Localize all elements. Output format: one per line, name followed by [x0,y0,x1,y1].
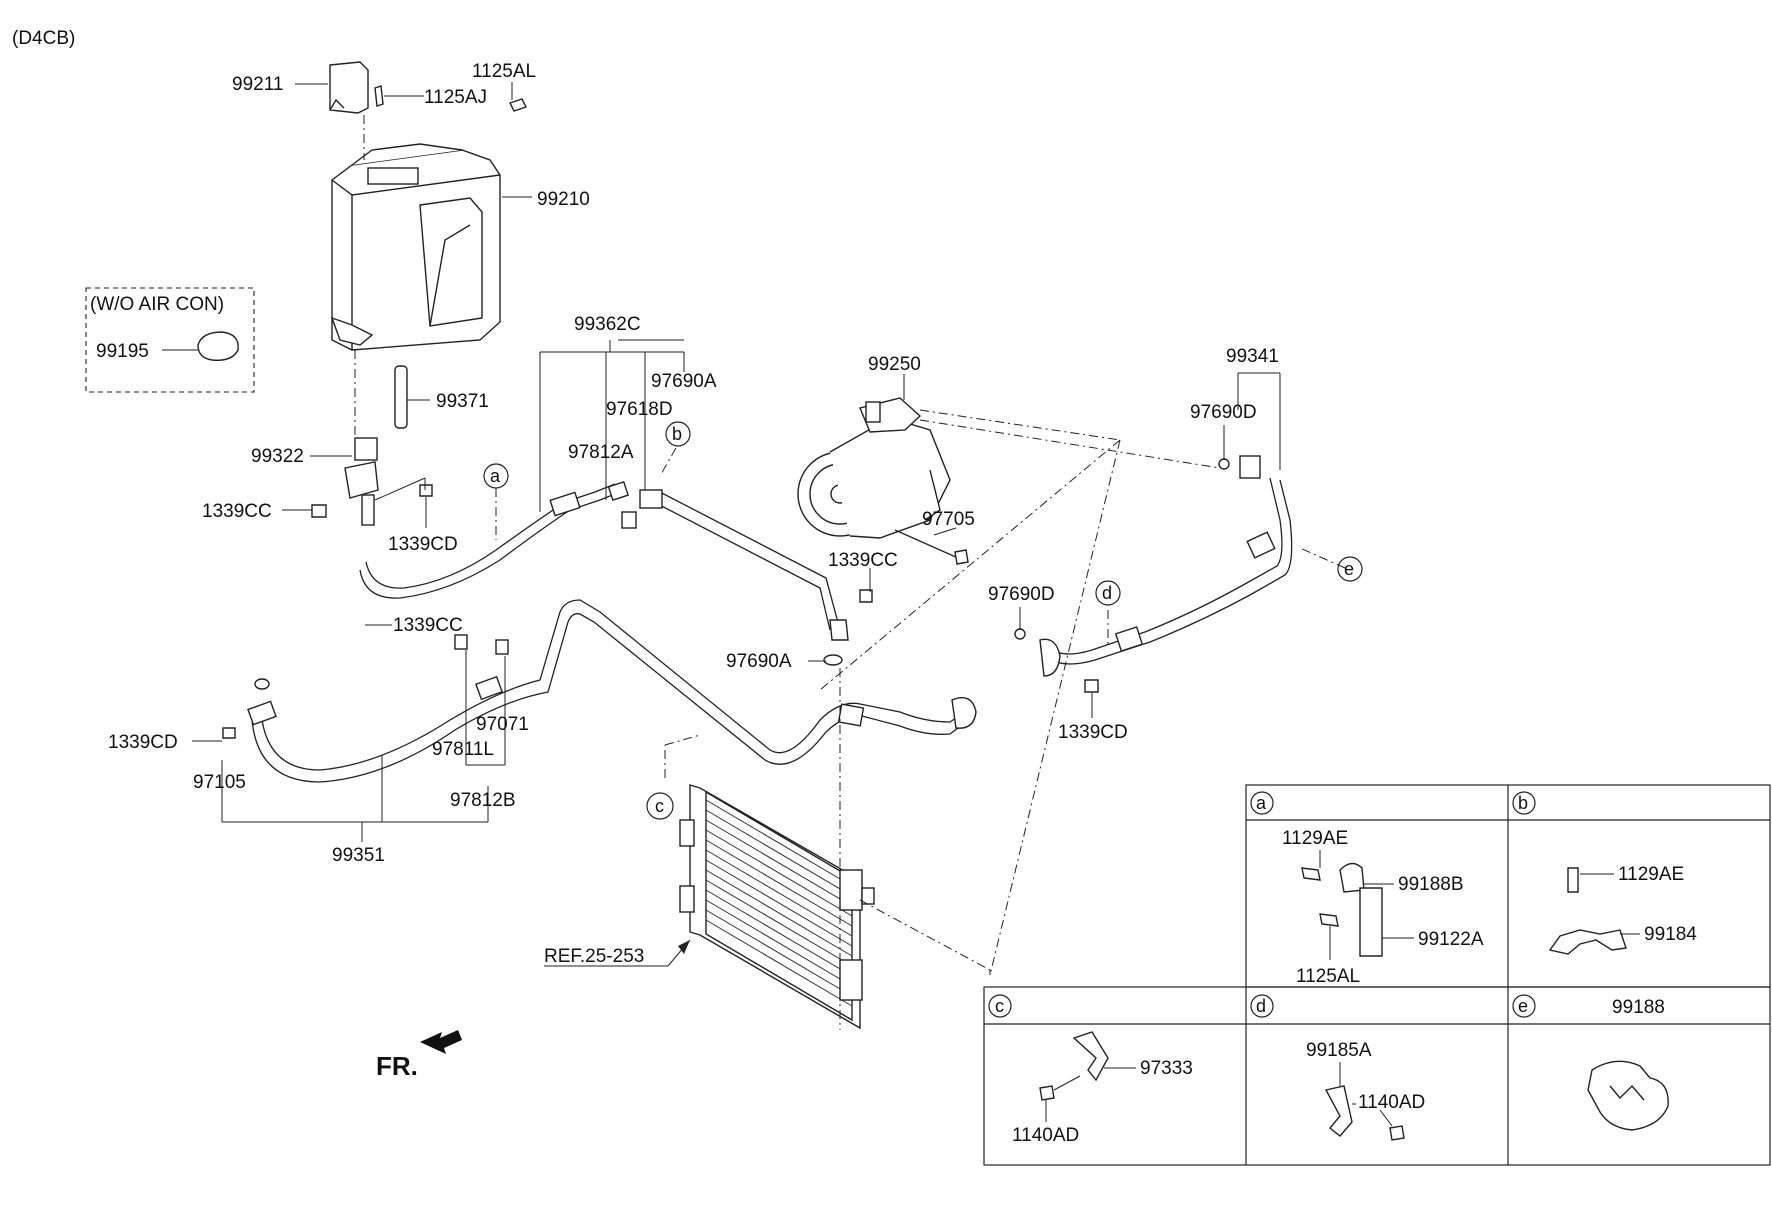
label-reference: REF.25-253 [544,946,644,967]
detail-a-1129ae: 1129AE [1282,828,1348,849]
detail-a-1125al: 1125AL [1296,966,1360,987]
nut-1339cc-mid [859,589,873,603]
label-1339cd-upper: 1339CD [388,534,458,555]
callout-e: e [1337,556,1363,582]
label-1125al-top: 1125AL [472,61,536,82]
svg-text:c: c [995,996,1004,1016]
evaporator-bracket [329,61,369,114]
label-1339cc-mid: 1339CC [828,550,898,571]
detail-c-97333: 97333 [1140,1058,1193,1079]
detail-d-1140ad: 1140AD [1358,1092,1425,1113]
label-97690a-mid: 97690A [726,651,792,672]
label-99341: 99341 [1226,346,1279,367]
label-1339cc-left: 1339CC [202,501,272,522]
svg-text:e: e [1518,996,1528,1016]
detail-c-1140ad: 1140AD [1012,1125,1079,1146]
svg-text:d: d [1256,996,1266,1016]
label-99362c: 99362C [574,314,641,335]
label-99250: 99250 [868,354,921,375]
leader-lines [162,82,1346,967]
detail-a-99122a: 99122A [1418,929,1484,950]
oring-97690d-mid [1014,628,1026,640]
front-arrow: FR. [376,1030,462,1081]
label-99211: 99211 [232,74,283,95]
compressor [797,397,951,539]
callout-a: a [483,463,509,489]
evaporator-unit [330,143,501,351]
condenser [679,784,875,1030]
callout-b: b [665,421,691,447]
label-99351: 99351 [332,845,385,866]
svg-text:b: b [672,424,682,444]
bolt-1125al-top [509,98,527,112]
label-97812b: 97812B [450,790,516,811]
label-97105: 97105 [193,772,246,793]
label-97812a: 97812A [568,442,634,463]
callout-c: c [646,792,674,820]
svg-text:c: c [655,796,664,816]
nut-1339cc-left [311,504,327,518]
fitting-97811l [454,634,468,650]
detail-table: a b c d e 99188 1129AE 99188B 99122A 112… [983,784,1771,1166]
drain-hose [394,365,408,429]
label-97690d-top: 97690D [1190,402,1257,423]
label-99322: 99322 [251,446,304,467]
engine-code: (D4CB) [12,28,75,49]
label-1339cc-lower: 1339CC [393,615,463,636]
wo-air-con-label: (W/O AIR CON) [90,294,224,315]
detail-b-1129ae: 1129AE [1618,864,1684,885]
label-97690a-top: 97690A [651,371,717,392]
label-97690d-mid: 97690D [988,584,1055,605]
svg-text:a: a [1256,793,1267,813]
pressure-switch-fitting [639,489,663,509]
detail-e-title: 99188 [1612,997,1665,1018]
svg-text:d: d [1102,583,1112,603]
switch-97618d [621,511,637,529]
label-1339cd-left: 1339CD [108,732,178,753]
fitting-97071 [495,639,509,655]
bolt-97705 [954,549,969,565]
detail-d-99185a: 99185A [1306,1040,1372,1061]
svg-text:a: a [490,466,501,486]
label-97071: 97071 [476,714,529,735]
bolt-1125aj [374,85,384,107]
label-99210: 99210 [537,189,590,210]
oring-97690d-top [1218,458,1230,470]
callout-d: d [1095,580,1121,606]
nut-1339cd-upper [419,484,433,497]
label-97705: 97705 [922,509,975,530]
label-97811l: 97811L [432,739,494,760]
label-97618d: 97618D [606,399,673,420]
label-99195: 99195 [96,341,149,362]
svg-text:b: b [1518,793,1528,813]
front-label: FR. [376,1051,418,1081]
expansion-valve [344,437,379,526]
nut-1339cd-left [222,727,236,739]
detail-a-99188b: 99188B [1398,874,1464,895]
label-1125aj: 1125AJ [424,87,487,108]
detail-b-99184: 99184 [1644,924,1697,945]
blank-cap [197,331,239,361]
label-99371: 99371 [436,391,489,412]
label-1339cd-right: 1339CD [1058,722,1128,743]
nut-1339cd-right [1084,679,1099,693]
svg-text:e: e [1344,559,1354,579]
clip-99341 [1239,455,1261,479]
